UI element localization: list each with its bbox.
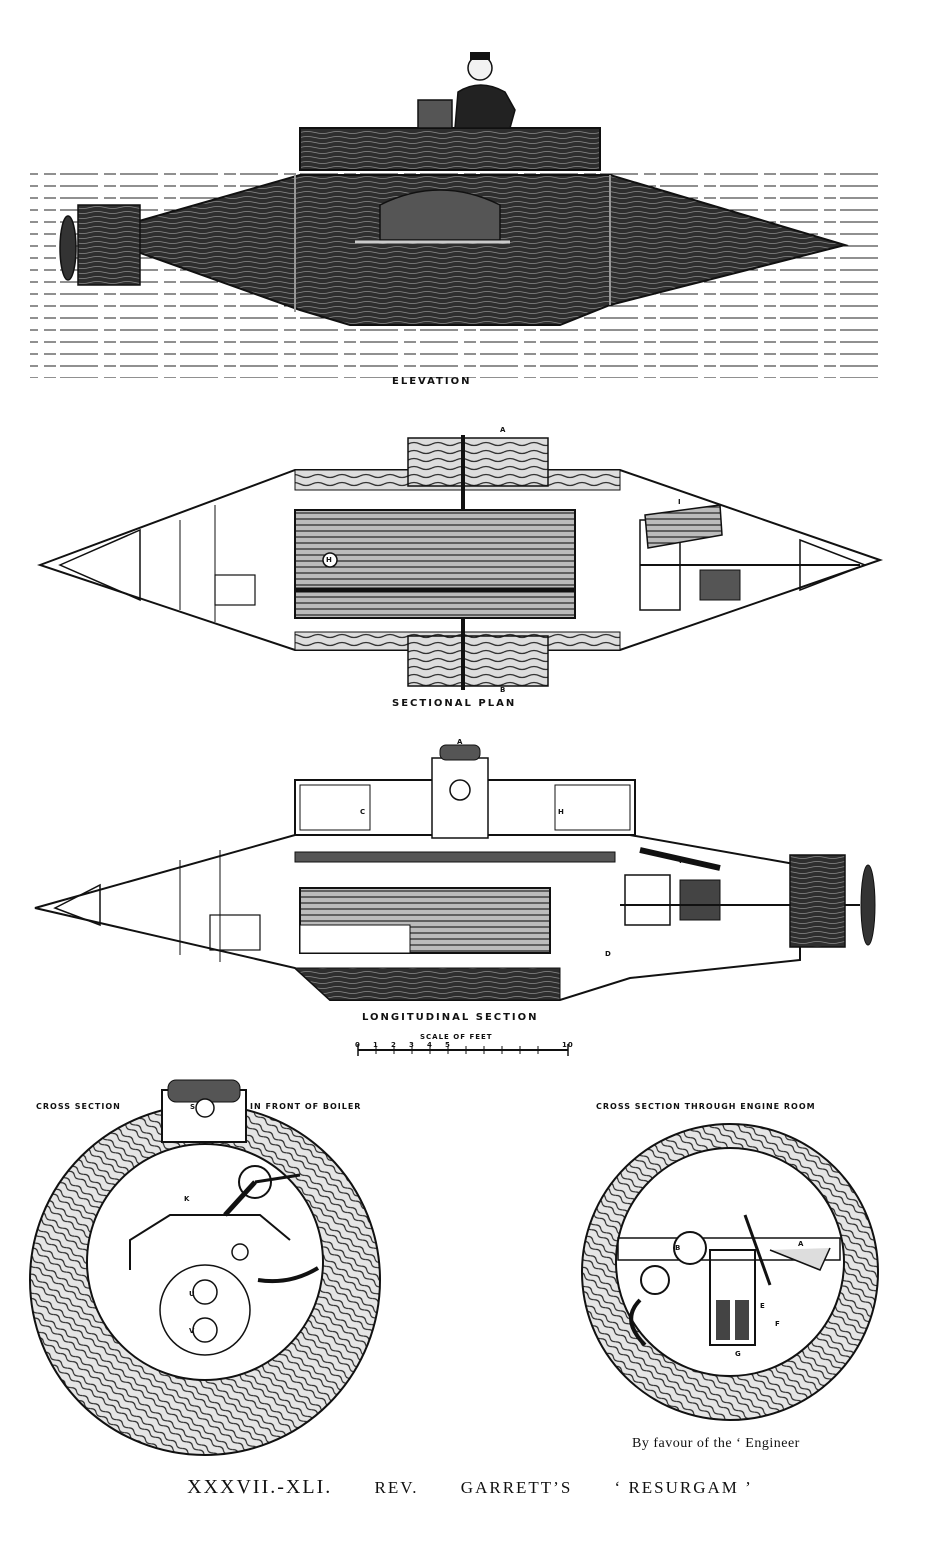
rudder-section [789, 854, 846, 948]
marker-a-engine: A [798, 1240, 805, 1248]
engine-cylinders [709, 1249, 756, 1346]
fin-top [407, 437, 549, 487]
cross-section-boiler-figure [29, 1079, 381, 1456]
boiler-section [299, 887, 551, 954]
propeller-section [860, 864, 876, 946]
marker-d-section: D [605, 950, 612, 958]
marker-k-boiler: K [184, 1195, 191, 1203]
scale-tick-label: 2 [391, 1041, 397, 1049]
marker-b-engine: B [675, 1244, 682, 1252]
marker-f-engine: F [775, 1320, 781, 1328]
marker-u-boiler: U [189, 1290, 196, 1298]
elevation-figure [30, 52, 880, 378]
plate-caption: XXXVII.-XLI. REV. GARRETT’S ‘ RESURGAM ’ [0, 1476, 940, 1499]
caption-rev: REV. [374, 1478, 419, 1497]
hatch-section [431, 757, 489, 839]
sectional-plan-figure [36, 435, 884, 690]
scale-tick-label: 3 [409, 1041, 415, 1049]
label-cross-section-left: CROSS SECTION [36, 1102, 121, 1111]
longitudinal-section-figure [34, 744, 876, 1056]
marker-t-section: T [678, 857, 684, 865]
boiler-end [159, 1264, 251, 1356]
rudder-frame [77, 204, 141, 286]
marker-v-boiler: V [189, 1327, 196, 1335]
engine-section [624, 874, 671, 926]
label-longitudinal-section: LONGITUDINAL SECTION [362, 1012, 539, 1023]
scale-tick-label: 4 [427, 1041, 433, 1049]
label-cross-section-engine-room: CROSS SECTION THROUGH ENGINE ROOM [596, 1102, 816, 1111]
marker-h-plan: H [326, 556, 333, 564]
caption-plate-number: XXXVII.-XLI. [187, 1476, 333, 1498]
cross-section-engine-figure [581, 1123, 879, 1421]
scale-tick-label: 5 [445, 1041, 451, 1049]
propeller [59, 215, 77, 281]
caption-resurgam: ‘ RESURGAM ’ [614, 1478, 753, 1497]
caption-garrett: GARRETT’S [460, 1478, 573, 1497]
marker-b-plan: B [500, 686, 507, 694]
marker-c-section: C [360, 808, 367, 816]
marker-a-plan: A [500, 426, 507, 434]
man-body [454, 84, 516, 129]
label-scale-of-feet: SCALE OF FEET [420, 1033, 493, 1041]
credit-line: By favour of the ‘ Engineer [632, 1436, 800, 1451]
hatch-cover [417, 99, 453, 129]
scale-tick-label: 10 [562, 1041, 574, 1049]
marker-e-engine: E [760, 1302, 766, 1310]
label-elevation: ELEVATION [392, 376, 472, 387]
marker-h-section: H [558, 808, 565, 816]
marker-a-section: A [457, 738, 464, 746]
boiler-plan [294, 509, 576, 619]
label-in-front-of-boiler: IN FRONT OF BOILER [250, 1102, 362, 1111]
marker-g-engine: G [735, 1350, 742, 1358]
marker-s-boiler: S [190, 1103, 197, 1111]
fin-bottom [407, 635, 549, 687]
label-sectional-plan: SECTIONAL PLAN [392, 698, 517, 709]
scale-tick-label: 1 [373, 1041, 379, 1049]
marker-i-plan: I [678, 498, 682, 506]
scale-tick-label: 0 [355, 1041, 361, 1049]
conning-tower [299, 127, 601, 171]
